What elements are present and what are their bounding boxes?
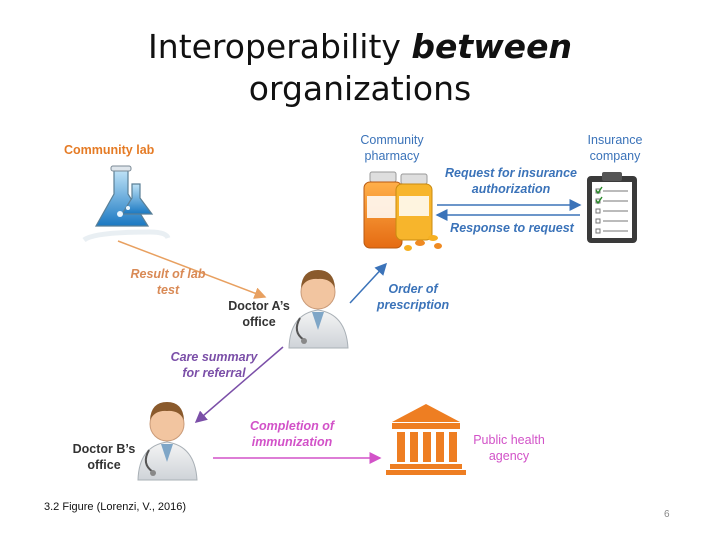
label-result-of-lab-test-line2: test [156, 283, 180, 297]
label-insurance-company: Insurance company [576, 132, 654, 164]
clipboard-icon [587, 172, 637, 243]
label-insurance-company-line2: company [589, 149, 641, 163]
label-result-of-lab-test: Result of lab test [122, 266, 214, 298]
label-order-of-prescription-line1: Order of [388, 282, 438, 296]
doctor-a-icon [288, 270, 349, 349]
page-title: Interoperability between organizations [0, 26, 720, 110]
label-request-for-insurance-authorization: Request for insurance authorization [440, 165, 582, 197]
label-doctor-a-line1: Doctor A’s [228, 299, 290, 313]
arrow-doctor-a-to-doctor-b [194, 346, 284, 423]
label-community-lab: Community lab [64, 143, 155, 157]
label-care-summary-line2: for referral [182, 366, 246, 380]
label-completion-of-immunization: Completion of immunization [244, 418, 340, 450]
label-community-pharmacy: Community pharmacy [346, 132, 438, 164]
title-emphasis: between [411, 27, 572, 66]
label-doctor-b-line2: office [87, 458, 121, 472]
label-order-of-prescription-line2: prescription [376, 298, 450, 312]
label-completion-line1: Completion of [249, 419, 334, 433]
label-doctor-b: Doctor B’s office [68, 441, 140, 473]
label-care-summary-line1: Care summary [170, 350, 258, 364]
label-request-line2: authorization [471, 182, 551, 196]
label-public-health-agency-line1: Public health [473, 433, 545, 447]
title-part2: organizations [248, 69, 472, 108]
label-order-of-prescription: Order of prescription [370, 281, 456, 313]
label-public-health-agency-line2: agency [488, 449, 530, 463]
label-public-health-agency: Public health agency [464, 432, 554, 464]
label-result-of-lab-test-line1: Result of lab [130, 267, 206, 281]
label-doctor-a: Doctor A’s office [224, 298, 294, 330]
arrow-lab-to-doctor-a [117, 240, 267, 299]
label-completion-line2: immunization [251, 435, 333, 449]
label-community-pharmacy-line2: pharmacy [364, 149, 420, 163]
public-building-icon [386, 404, 466, 475]
figure-caption: 3.2 Figure (Lorenzi, V., 2016) [44, 501, 187, 513]
pill-bottles-icon [363, 171, 442, 251]
page-number: 6 [664, 509, 670, 520]
label-doctor-b-line1: Doctor B’s [72, 442, 136, 456]
label-community-pharmacy-line1: Community [360, 133, 424, 147]
label-care-summary-for-referral: Care summary for referral [164, 349, 264, 381]
label-insurance-company-line1: Insurance [587, 133, 643, 147]
lab-flasks-icon [82, 165, 171, 243]
label-response-to-request: Response to request [450, 221, 574, 235]
label-doctor-a-line2: office [242, 315, 276, 329]
arrow-doctor-a-to-pharmacy [349, 262, 388, 304]
title-part1: Interoperability [148, 27, 412, 66]
doctor-b-icon [137, 402, 198, 481]
label-request-line1: Request for insurance [445, 166, 577, 180]
